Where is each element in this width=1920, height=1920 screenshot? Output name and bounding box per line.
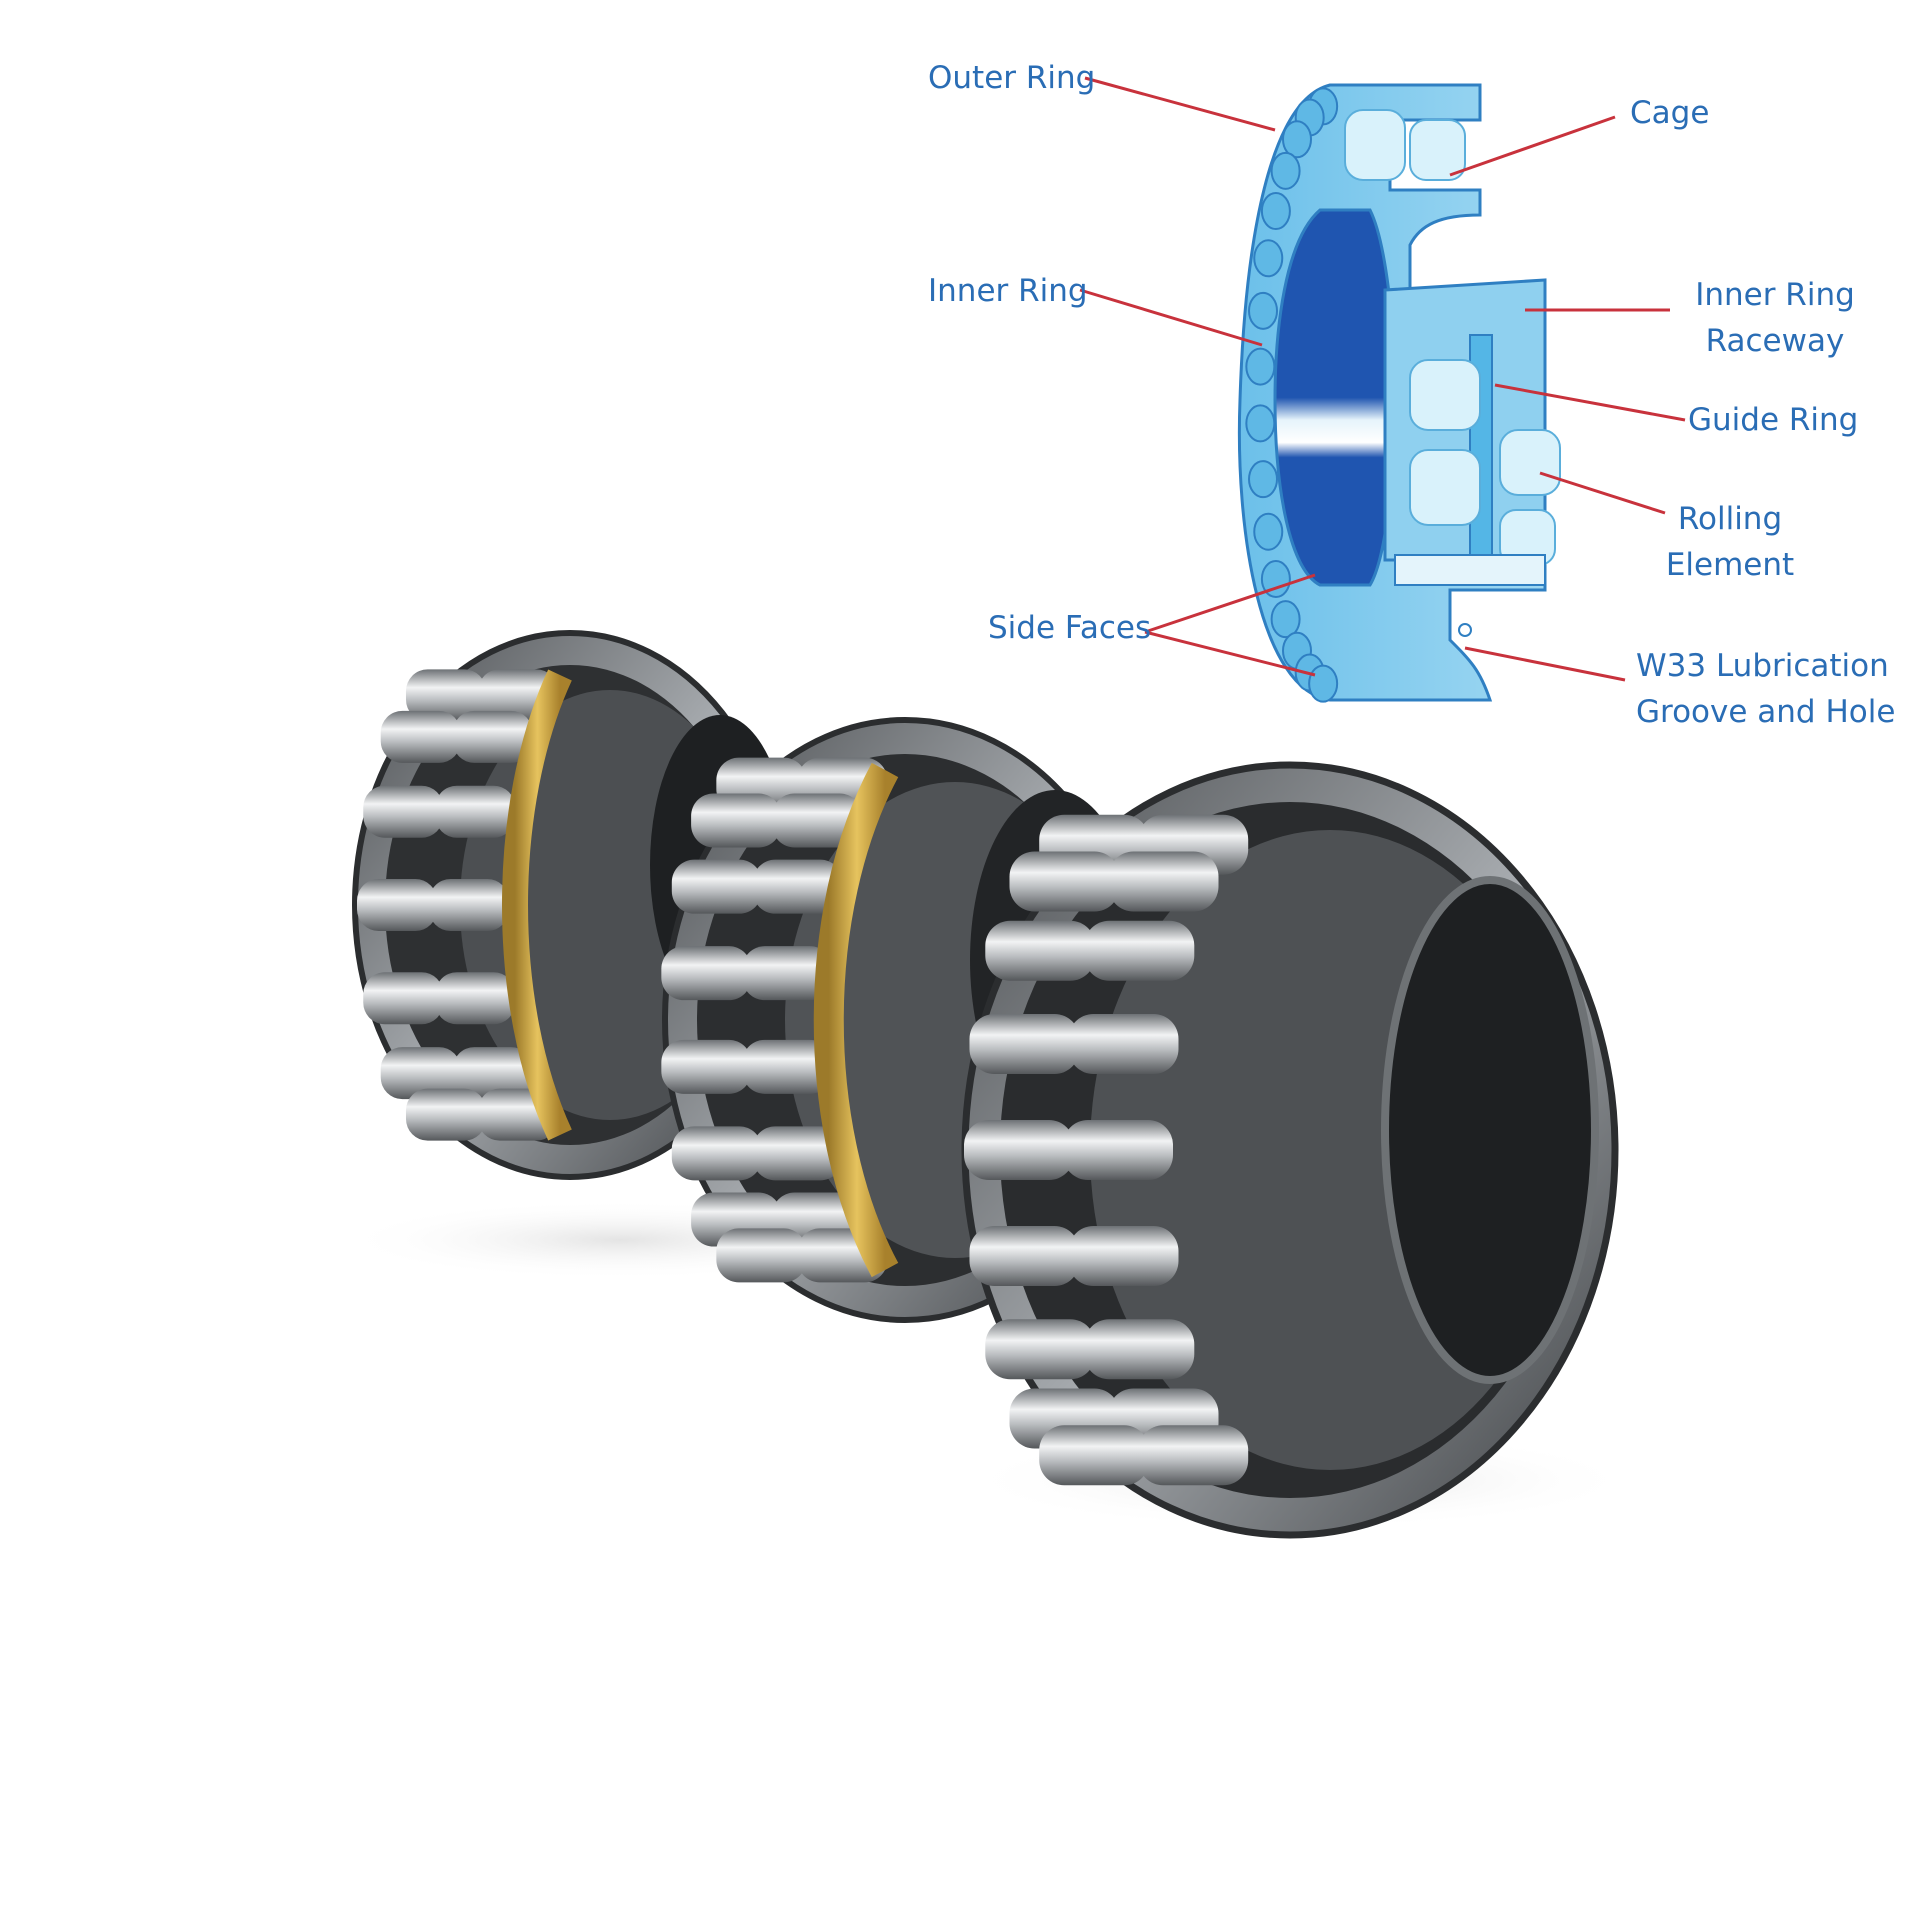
label-outer-ring: Outer Ring: [928, 60, 1096, 96]
roller: [1039, 1425, 1150, 1486]
label-rolling-element-line1: Rolling: [1677, 501, 1783, 537]
roller: [1138, 1425, 1249, 1486]
roller: [435, 972, 516, 1025]
roller: [752, 1126, 843, 1181]
label-lubrication-line1: W33 Lubrication: [1636, 648, 1889, 684]
diagram-roller: [1270, 151, 1301, 190]
roller: [380, 710, 461, 763]
roller: [1063, 1120, 1173, 1180]
diagram-roller: [1245, 404, 1276, 443]
rolling-element: [1409, 359, 1481, 431]
roller: [357, 879, 437, 931]
label-inner-ring-raceway-line2: Raceway: [1705, 323, 1845, 359]
outer-ring-flange: [1394, 554, 1546, 586]
roller: [380, 1047, 461, 1100]
roller: [1009, 851, 1120, 912]
rolling-element: [1344, 109, 1406, 181]
rolling-element: [1409, 119, 1466, 181]
diagram-roller: [1282, 120, 1313, 159]
roller: [1108, 851, 1219, 912]
diagram-roller: [1248, 460, 1279, 499]
roller: [964, 1120, 1074, 1180]
lubrication-hole: [1458, 623, 1472, 637]
roller: [452, 710, 533, 763]
roller: [691, 793, 782, 848]
roller: [1068, 1226, 1179, 1287]
label-cage: Cage: [1630, 95, 1710, 131]
roller: [752, 859, 843, 914]
roller: [742, 946, 833, 1001]
label-rolling-element: Rolling Element: [1665, 496, 1795, 588]
roller: [661, 946, 752, 1001]
roller: [671, 1126, 762, 1181]
diagram-roller: [1253, 512, 1284, 551]
roller: [363, 972, 444, 1025]
leader-lines: [1079, 76, 1686, 682]
label-side-faces: Side Faces: [988, 610, 1152, 646]
roller: [435, 785, 516, 838]
bearing-left: [352, 630, 790, 1180]
rolling-element: [1499, 429, 1561, 496]
roller: [671, 859, 762, 914]
roller: [1084, 920, 1195, 981]
diagram-roller: [1270, 600, 1301, 639]
label-rolling-element-line2: Element: [1665, 547, 1795, 583]
rolling-element: [1409, 449, 1481, 526]
label-lubrication: W33 Lubrication Groove and Hole: [1636, 643, 1895, 735]
diagram-roller: [1260, 192, 1291, 231]
diagram-roller: [1253, 239, 1284, 278]
label-guide-ring: Guide Ring: [1688, 402, 1859, 438]
bearing-front: [961, 761, 1619, 1539]
roller: [716, 1228, 807, 1283]
roller: [429, 879, 509, 931]
roller: [985, 1319, 1096, 1380]
diagram-roller: [1248, 291, 1279, 330]
roller: [969, 1013, 1080, 1074]
roller: [661, 1039, 752, 1094]
roller: [363, 785, 444, 838]
diagram-roller: [1260, 559, 1291, 598]
label-lubrication-line2: Groove and Hole: [1636, 694, 1896, 730]
label-inner-ring: Inner Ring: [928, 273, 1088, 309]
roller: [405, 669, 486, 722]
label-inner-ring-raceway-line1: Inner Ring: [1695, 277, 1855, 313]
inner-ring-bore: [1273, 208, 1397, 587]
roller: [405, 1088, 486, 1141]
roller: [969, 1226, 1080, 1287]
diagram-roller: [1308, 664, 1339, 703]
roller: [742, 1039, 833, 1094]
roller: [1068, 1013, 1179, 1074]
roller: [772, 793, 863, 848]
label-inner-ring-raceway: Inner Ring Raceway: [1680, 272, 1870, 364]
roller: [452, 1047, 533, 1100]
roller: [985, 920, 1096, 981]
roller: [1084, 1319, 1195, 1380]
diagram-roller: [1245, 347, 1276, 386]
